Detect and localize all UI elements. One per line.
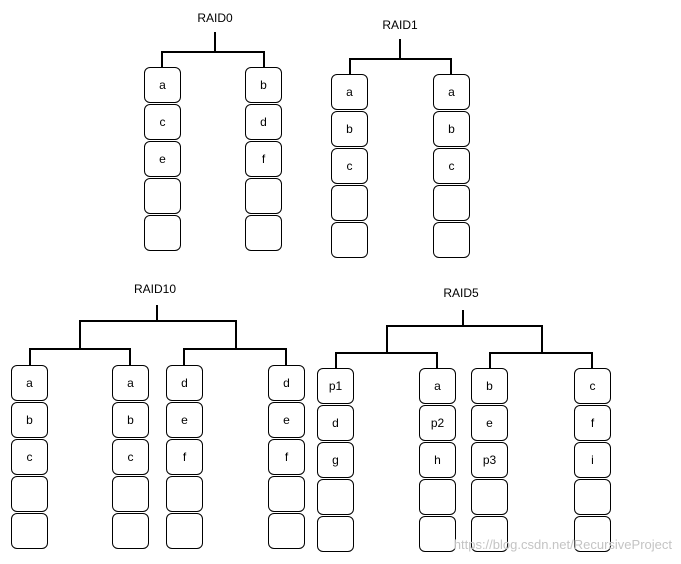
- disk-block: f: [574, 405, 611, 441]
- disk-block: c: [144, 104, 181, 140]
- raid1-disk-1: a b c: [331, 74, 368, 259]
- disk-block: c: [433, 148, 470, 184]
- disk-block: [574, 516, 611, 552]
- raid5-connector-top-bracket: [386, 325, 543, 354]
- disk-block: [419, 516, 456, 552]
- disk-block: e: [268, 402, 305, 438]
- raid5-disk-3: b e p3: [471, 368, 508, 553]
- disk-block: b: [11, 402, 48, 438]
- disk-block: [268, 476, 305, 512]
- disk-block: [419, 479, 456, 515]
- disk-block: [471, 516, 508, 552]
- disk-block: [331, 185, 368, 221]
- disk-block: [433, 185, 470, 221]
- raid5-connector-left-bracket: [335, 352, 438, 369]
- raid5-disk-2: a p2 h: [419, 368, 456, 553]
- disk-block: [317, 516, 354, 552]
- raid0-connector-bracket: [161, 51, 265, 68]
- disk-block: c: [112, 439, 149, 475]
- disk-block: b: [471, 368, 508, 404]
- raid10-connector-right-bracket: [183, 348, 287, 366]
- disk-block: e: [144, 141, 181, 177]
- raid0-disk-1: a c e: [144, 67, 181, 252]
- disk-block: [166, 476, 203, 512]
- raid10-disk-3: d e f: [166, 365, 203, 550]
- raid0-title: RAID0: [197, 11, 233, 25]
- disk-block: i: [574, 442, 611, 478]
- disk-block: a: [144, 67, 181, 103]
- disk-block: [112, 476, 149, 512]
- disk-block: [433, 222, 470, 258]
- raid5-disk-4: c f i: [574, 368, 611, 553]
- raid10-disk-4: d e f: [268, 365, 305, 550]
- disk-block: [11, 513, 48, 549]
- disk-block: e: [471, 405, 508, 441]
- disk-block: [112, 513, 149, 549]
- disk-block: f: [268, 439, 305, 475]
- disk-block: f: [166, 439, 203, 475]
- disk-block: a: [331, 74, 368, 110]
- raid0-disk-2: b d f: [245, 67, 282, 252]
- raid5-connector-right-bracket: [489, 352, 593, 369]
- disk-block: [574, 479, 611, 515]
- disk-block: f: [245, 141, 282, 177]
- disk-block: p2: [419, 405, 456, 441]
- raid1-connector-bracket: [349, 58, 452, 75]
- raid10-disk-1: a b c: [11, 365, 48, 550]
- disk-block: [245, 178, 282, 214]
- disk-block: p1: [317, 368, 354, 404]
- disk-block: h: [419, 442, 456, 478]
- disk-block: [144, 178, 181, 214]
- raid5-title: RAID5: [443, 286, 479, 300]
- disk-block: c: [331, 148, 368, 184]
- raid1-disk-2: a b c: [433, 74, 470, 259]
- disk-block: [11, 476, 48, 512]
- disk-block: b: [112, 402, 149, 438]
- disk-block: [317, 479, 354, 515]
- disk-block: d: [268, 365, 305, 401]
- disk-block: [245, 215, 282, 251]
- disk-block: a: [433, 74, 470, 110]
- disk-block: c: [11, 439, 48, 475]
- disk-block: [166, 513, 203, 549]
- disk-block: c: [574, 368, 611, 404]
- raid10-title: RAID10: [133, 282, 177, 296]
- disk-block: d: [317, 405, 354, 441]
- raid10-disk-2: a b c: [112, 365, 149, 550]
- disk-block: e: [166, 402, 203, 438]
- raid10-connector-top-bracket: [79, 320, 237, 350]
- disk-block: p3: [471, 442, 508, 478]
- raid5-disk-1: p1 d g: [317, 368, 354, 553]
- raid1-title: RAID1: [382, 18, 418, 32]
- raid10-connector-left-bracket: [29, 348, 131, 366]
- disk-block: a: [112, 365, 149, 401]
- disk-block: [144, 215, 181, 251]
- disk-block: g: [317, 442, 354, 478]
- disk-block: b: [245, 67, 282, 103]
- disk-block: [268, 513, 305, 549]
- disk-block: b: [331, 111, 368, 147]
- disk-block: d: [166, 365, 203, 401]
- disk-block: [331, 222, 368, 258]
- disk-block: a: [11, 365, 48, 401]
- disk-block: b: [433, 111, 470, 147]
- disk-block: a: [419, 368, 456, 404]
- watermark: https://blog.csdn.net/RecursiveProject: [453, 537, 672, 552]
- disk-block: d: [245, 104, 282, 140]
- disk-block: [471, 479, 508, 515]
